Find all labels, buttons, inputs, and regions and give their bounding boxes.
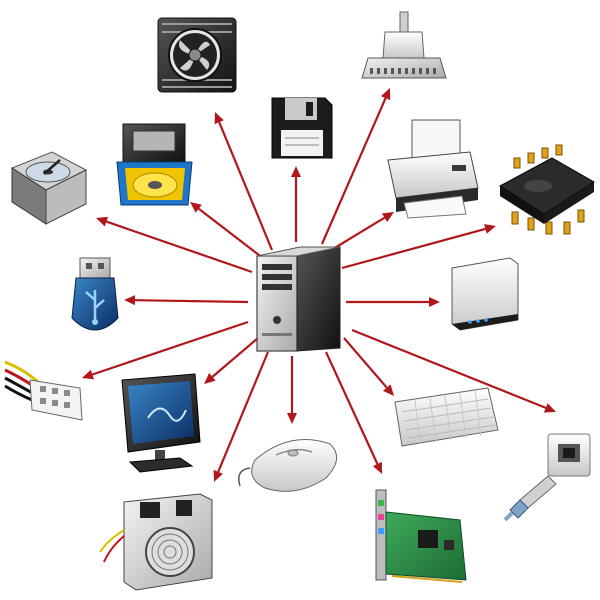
arrow-to-optical-drive: [190, 202, 269, 263]
arrow-to-power-connector-cable: [82, 320, 249, 380]
external-drive-icon: [451, 257, 519, 331]
arrow-to-power-connector-cable-head: [82, 369, 95, 380]
arrow-to-ethernet-port: [351, 328, 556, 413]
microchip-icon: [499, 144, 595, 235]
arrow-to-hard-disk-drive-head: [96, 216, 109, 227]
ethernet-port-icon: [503, 433, 591, 522]
arrow-to-ethernet-port-line: [351, 328, 547, 409]
monitor-icon: [121, 373, 201, 473]
hard-disk-drive-icon: [10, 151, 88, 225]
arrow-to-cpu-cooler-fan: [214, 112, 274, 251]
arrow-to-hard-disk-drive: [96, 216, 253, 274]
arrow-to-power-supply-unit-head: [213, 469, 223, 482]
arrow-to-parallel-port-cable-head: [381, 88, 391, 101]
arrow-to-optical-drive-line: [198, 207, 269, 263]
arrow-to-monitor-line: [211, 337, 259, 378]
mouse-icon: [238, 439, 337, 492]
arrow-to-ethernet-port-head: [543, 403, 556, 413]
arrow-to-parallel-port-cable-line: [320, 97, 387, 245]
arrow-to-mouse-head: [287, 413, 297, 424]
optical-drive-icon: [116, 123, 193, 206]
power-supply-unit-icon: [99, 493, 213, 591]
arrow-to-cpu-cooler-fan-line: [218, 121, 274, 251]
arrow-to-keyboard-line: [343, 337, 388, 389]
arrow-to-microchip-head: [484, 224, 496, 234]
arrow-to-microchip-line: [341, 227, 486, 270]
arrow-to-sound-card-line: [325, 351, 379, 465]
parallel-port-cable-icon: [361, 11, 447, 79]
keyboard-icon: [394, 387, 499, 447]
arrow-to-monitor-head: [204, 373, 216, 384]
connection-arrows: [82, 88, 556, 482]
arrow-to-external-drive-head: [429, 297, 440, 307]
arrow-to-floppy-disk: [291, 166, 301, 242]
pc-tower-icon: [256, 246, 341, 352]
arrow-to-printer-line: [327, 216, 386, 253]
power-connector-cable-icon: [4, 360, 83, 421]
arrow-to-optical-drive-head: [190, 202, 202, 213]
arrow-to-mouse: [287, 356, 297, 424]
arrow-to-usb-flash-drive-line: [134, 299, 249, 304]
floppy-disk-icon: [271, 97, 333, 159]
arrow-to-usb-flash-drive-head: [124, 295, 136, 306]
arrow-to-power-supply-unit-line: [217, 351, 270, 473]
arrow-to-microchip: [341, 224, 496, 270]
arrow-to-keyboard: [343, 337, 394, 396]
arrow-to-monitor: [204, 337, 259, 384]
arrow-to-power-connector-cable-line: [92, 320, 249, 376]
cpu-cooler-fan-icon: [157, 17, 237, 93]
arrow-to-usb-flash-drive: [124, 295, 249, 306]
arrow-to-cpu-cooler-fan-head: [214, 112, 224, 125]
arrow-to-power-supply-unit: [213, 351, 270, 482]
arrow-to-printer: [327, 212, 394, 253]
arrow-to-keyboard-head: [383, 384, 394, 396]
arrow-to-printer-head: [382, 212, 394, 222]
arrow-to-hard-disk-drive-line: [106, 220, 253, 274]
arrow-to-sound-card-head: [372, 461, 382, 474]
arrow-to-sound-card: [325, 351, 382, 474]
usb-flash-drive-icon: [71, 257, 119, 331]
arrow-to-parallel-port-cable: [320, 88, 391, 245]
arrow-to-floppy-disk-head: [291, 166, 301, 177]
sound-card-icon: [375, 489, 467, 583]
printer-icon: [387, 119, 479, 219]
arrow-to-external-drive: [346, 297, 440, 307]
